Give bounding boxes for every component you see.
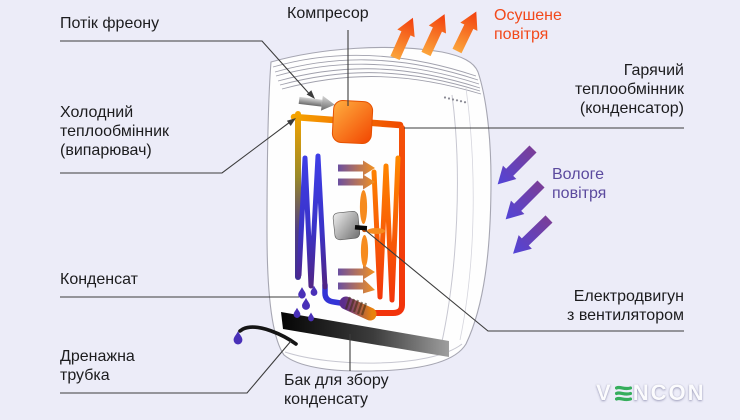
humid-air-arrows-icon <box>497 145 553 254</box>
label-dried-air: Осушене повітря <box>494 6 562 44</box>
motor <box>332 211 361 241</box>
cold-coil <box>296 153 328 290</box>
label-motor-fan-line1: Електродвигун <box>573 288 684 305</box>
exhaust-air-arrows-icon <box>390 11 478 61</box>
freon-flow-arrow-icon <box>298 95 335 111</box>
label-motor-fan-line2: з вентилятором <box>567 307 684 324</box>
label-motor-fan: Електродвигун з вентилятором <box>567 287 684 325</box>
logo-letters-ncon: NCON <box>632 380 706 405</box>
label-compressor: Компресор <box>287 5 369 22</box>
leader-motor-fan <box>364 229 684 332</box>
water-tank <box>281 312 449 357</box>
label-dried-air-line2: повітря <box>494 26 549 43</box>
drain-tube-shape <box>238 325 298 346</box>
label-humid-air-line1: Вологе <box>552 166 605 183</box>
label-freon-flow: Потік фреону <box>60 15 160 32</box>
label-humid-air-line2: повітря <box>552 185 607 202</box>
label-tank-line1: Бак для збору <box>284 372 389 389</box>
motor-axle <box>354 225 368 231</box>
compressor-unit <box>331 99 374 145</box>
capillary-tube <box>339 296 377 321</box>
air-flow-arrows-icon <box>338 160 375 294</box>
label-drain-tube-line1: Дренажна <box>60 348 135 365</box>
leader-freon-flow <box>60 40 310 94</box>
label-tank-line2: конденсату <box>284 391 369 408</box>
label-cold-exchanger-line2: теплообмінник <box>60 123 169 140</box>
label-hot-exchanger-line2: теплообмінник <box>575 81 684 98</box>
side-seam-2 <box>459 87 474 341</box>
top-louvers-icon <box>272 54 482 95</box>
label-drain-tube-line2: трубка <box>60 367 110 384</box>
vent-dots-icon <box>443 96 467 104</box>
logo-e-icon <box>614 385 632 402</box>
label-cold-exchanger-line1: Холодний <box>60 104 134 121</box>
label-hot-exchanger-line1: Гарячий <box>623 62 684 79</box>
vencon-logo: V NCON <box>596 380 705 406</box>
label-dried-air-line1: Осушене <box>494 7 562 24</box>
label-tank: Бак для збору конденсату <box>284 371 389 409</box>
hot-coil <box>371 155 401 303</box>
label-hot-exchanger: Гарячий теплообмінник (конденсатор) <box>575 61 684 118</box>
label-cold-exchanger: Холодний теплообмінник (випарювач) <box>60 103 169 160</box>
logo-letter-v: V <box>596 380 613 405</box>
side-seam <box>440 94 458 347</box>
label-drain-tube: Дренажна трубка <box>60 347 135 385</box>
label-condensate: Конденсат <box>60 271 138 288</box>
leader-lines <box>60 30 684 394</box>
label-cold-exchanger-line3: (випарювач) <box>60 142 152 159</box>
leader-drain-tube <box>60 340 292 394</box>
leader-cold-exchanger <box>60 121 291 174</box>
label-hot-exchanger-line3: (конденсатор) <box>579 100 684 117</box>
label-humid-air: Вологе повітря <box>552 165 606 203</box>
leader-arrowheads <box>286 90 315 126</box>
